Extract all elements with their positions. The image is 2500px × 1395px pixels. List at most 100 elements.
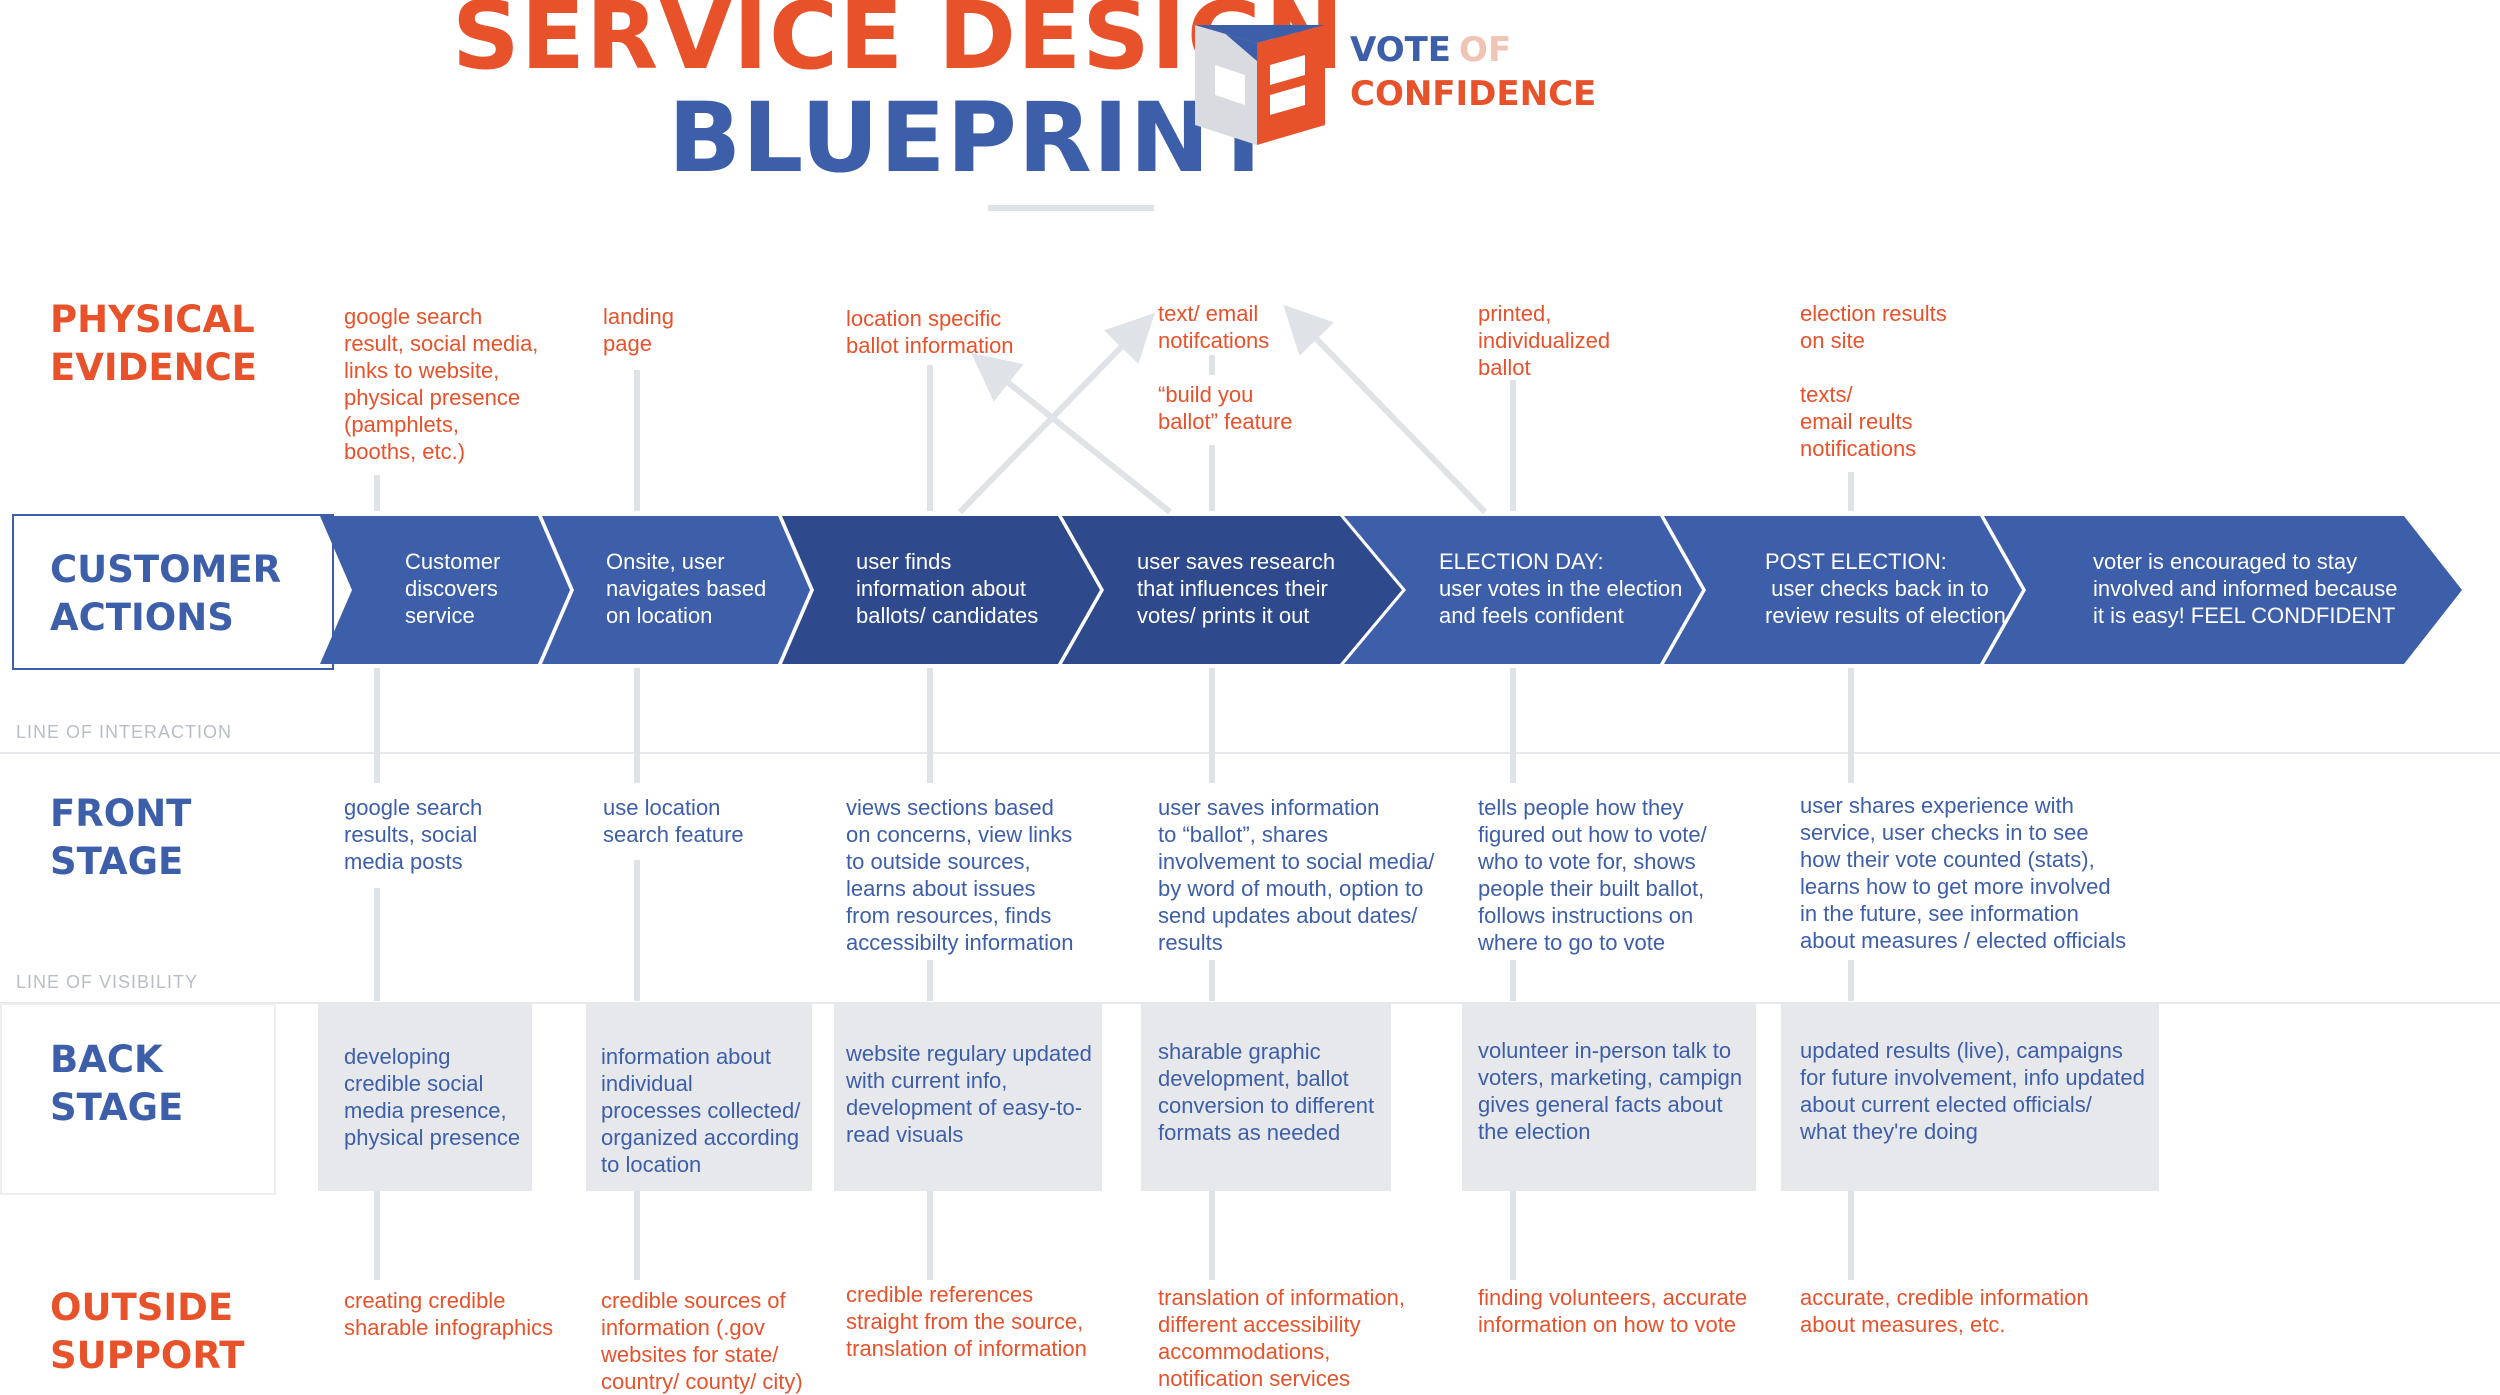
connector [634, 370, 640, 511]
text-line: discovers [405, 576, 498, 601]
text-line: from resources, finds [846, 903, 1052, 928]
text-line: votes/ prints it out [1137, 603, 1310, 628]
front-stage-step-5: tells people how they figured out how to… [1478, 794, 1707, 956]
text-line: location specific [846, 306, 1002, 331]
connector [1848, 960, 1854, 1001]
connector [1209, 960, 1215, 1001]
text-line: formats as needed [1158, 1120, 1341, 1145]
text-line: printed, [1478, 301, 1552, 326]
text-line: credible social [344, 1071, 484, 1096]
text-line: (pamphlets, [344, 412, 459, 437]
text-line: user saves research [1137, 549, 1336, 574]
text-line: views sections based [846, 795, 1054, 820]
action-step-7: voter is encouraged to stay involved and… [2093, 548, 2398, 629]
text-line: media presence, [344, 1098, 507, 1123]
text-line: to outside sources, [846, 849, 1031, 874]
text-line: sharable infographics [344, 1315, 554, 1340]
text-line: sharable graphic [1158, 1039, 1321, 1064]
back-stage-step-2: information about individual processes c… [601, 1043, 800, 1178]
row-label-line: EVIDENCE [50, 346, 258, 389]
text-line: involved and informed because [2093, 576, 2398, 601]
text-line: user votes in the election [1439, 576, 1683, 601]
text-line: tells people how they [1478, 795, 1684, 820]
connector [1848, 472, 1854, 511]
chevron-step-4 [1062, 516, 1402, 664]
back-stage-box-3 [834, 1003, 1102, 1191]
row-label-physical-evidence: PHYSICAL EVIDENCE [50, 296, 257, 392]
text-line: credible references [846, 1282, 1034, 1307]
connector [374, 1190, 380, 1280]
chevron-step-2 [542, 516, 810, 664]
text-line: Onsite, user [606, 549, 725, 574]
text-line: individualized [1478, 328, 1611, 353]
back-stage-box-4 [1141, 1003, 1391, 1191]
text-line: landing [603, 304, 674, 329]
front-stage-step-6: user shares experience with service, use… [1800, 792, 2127, 954]
outside-support-step-1: creating credible sharable infographics [344, 1287, 553, 1341]
connector [1510, 1190, 1516, 1280]
row-label-line: OUTSIDE [50, 1286, 234, 1329]
text-line: to location [601, 1152, 702, 1177]
text-line: and feels confident [1439, 603, 1624, 628]
text-line: on location [606, 603, 713, 628]
evidence-step-3: location specific ballot information [846, 305, 1014, 359]
flow-arrows [957, 304, 1488, 515]
text-line: information on how to vote [1478, 1312, 1737, 1337]
text-line: navigates based [606, 576, 767, 601]
vote-of-confidence-logo-icon [1195, 25, 1325, 145]
text-line: credible sources of [601, 1288, 786, 1313]
connector [927, 668, 933, 783]
text-line: developing [344, 1044, 451, 1069]
action-step-6: POST ELECTION: user checks back in to re… [1765, 548, 2006, 629]
connector [1848, 1190, 1854, 1280]
text-line: google search [344, 304, 483, 329]
text-line: voter is encouraged to stay [2093, 549, 2358, 574]
text-line: “build you [1158, 382, 1254, 407]
text-line: texts/ [1800, 382, 1853, 407]
row-label-line: FRONT [50, 792, 192, 835]
text-line: results, social [344, 822, 478, 847]
text-line: that influences their [1137, 576, 1328, 601]
text-line: voters, marketing, campign [1478, 1065, 1743, 1090]
text-line: individual [601, 1071, 693, 1096]
action-step-4: user saves research that influences thei… [1137, 548, 1335, 629]
evidence-step-1: google search result, social media, link… [344, 303, 538, 465]
action-step-5: ELECTION DAY: user votes in the election… [1439, 548, 1682, 629]
text-line: development of easy-to- [846, 1095, 1083, 1120]
chevron-step-6 [1664, 516, 2022, 664]
back-stage-step-5: volunteer in-person talk to voters, mark… [1478, 1037, 1742, 1145]
text-line: learns about issues [846, 876, 1036, 901]
text-line: gives general facts about [1478, 1092, 1723, 1117]
text-line: translation of information [846, 1336, 1087, 1361]
front-stage-step-3: views sections based on concerns, view l… [846, 794, 1074, 956]
text-line: use location [603, 795, 721, 820]
text-line: booths, etc.) [344, 439, 466, 464]
connector [1209, 355, 1215, 375]
brand-line-2: CONFIDENCE [1350, 74, 1597, 114]
outside-support-step-6: accurate, credible information about mea… [1800, 1284, 2089, 1338]
back-stage-step-1: developing credible social media presenc… [344, 1043, 520, 1151]
text-line: website regulary updated [846, 1041, 1092, 1066]
text-line: links to website, [344, 358, 500, 383]
text-line: physical presence [344, 1125, 521, 1150]
text-line: accessibilty information [846, 930, 1074, 955]
text-line: translation of information, [1158, 1285, 1406, 1310]
front-stage-step-2: use location search feature [603, 794, 744, 848]
outside-support-step-2: credible sources of information (.gov we… [601, 1287, 803, 1395]
row-label-line: CUSTOMER [50, 548, 282, 591]
customer-actions-chevrons [320, 516, 2462, 664]
text-line: results [1158, 930, 1223, 955]
text-line: election results [1800, 301, 1947, 326]
connector [927, 960, 933, 1001]
text-line: processes collected/ [601, 1098, 801, 1123]
text-line: with current info, [846, 1068, 1008, 1093]
row-label-line: STAGE [50, 1086, 184, 1129]
connector [634, 668, 640, 783]
text-line: ballot [1478, 355, 1531, 380]
connector [374, 888, 380, 1001]
text-line: people their built ballot, [1478, 876, 1705, 901]
text-line: physical presence [344, 385, 521, 410]
text-line: Customer [405, 549, 501, 574]
text-line: email reults [1800, 409, 1913, 434]
action-step-1: Customer discovers service [405, 548, 500, 629]
